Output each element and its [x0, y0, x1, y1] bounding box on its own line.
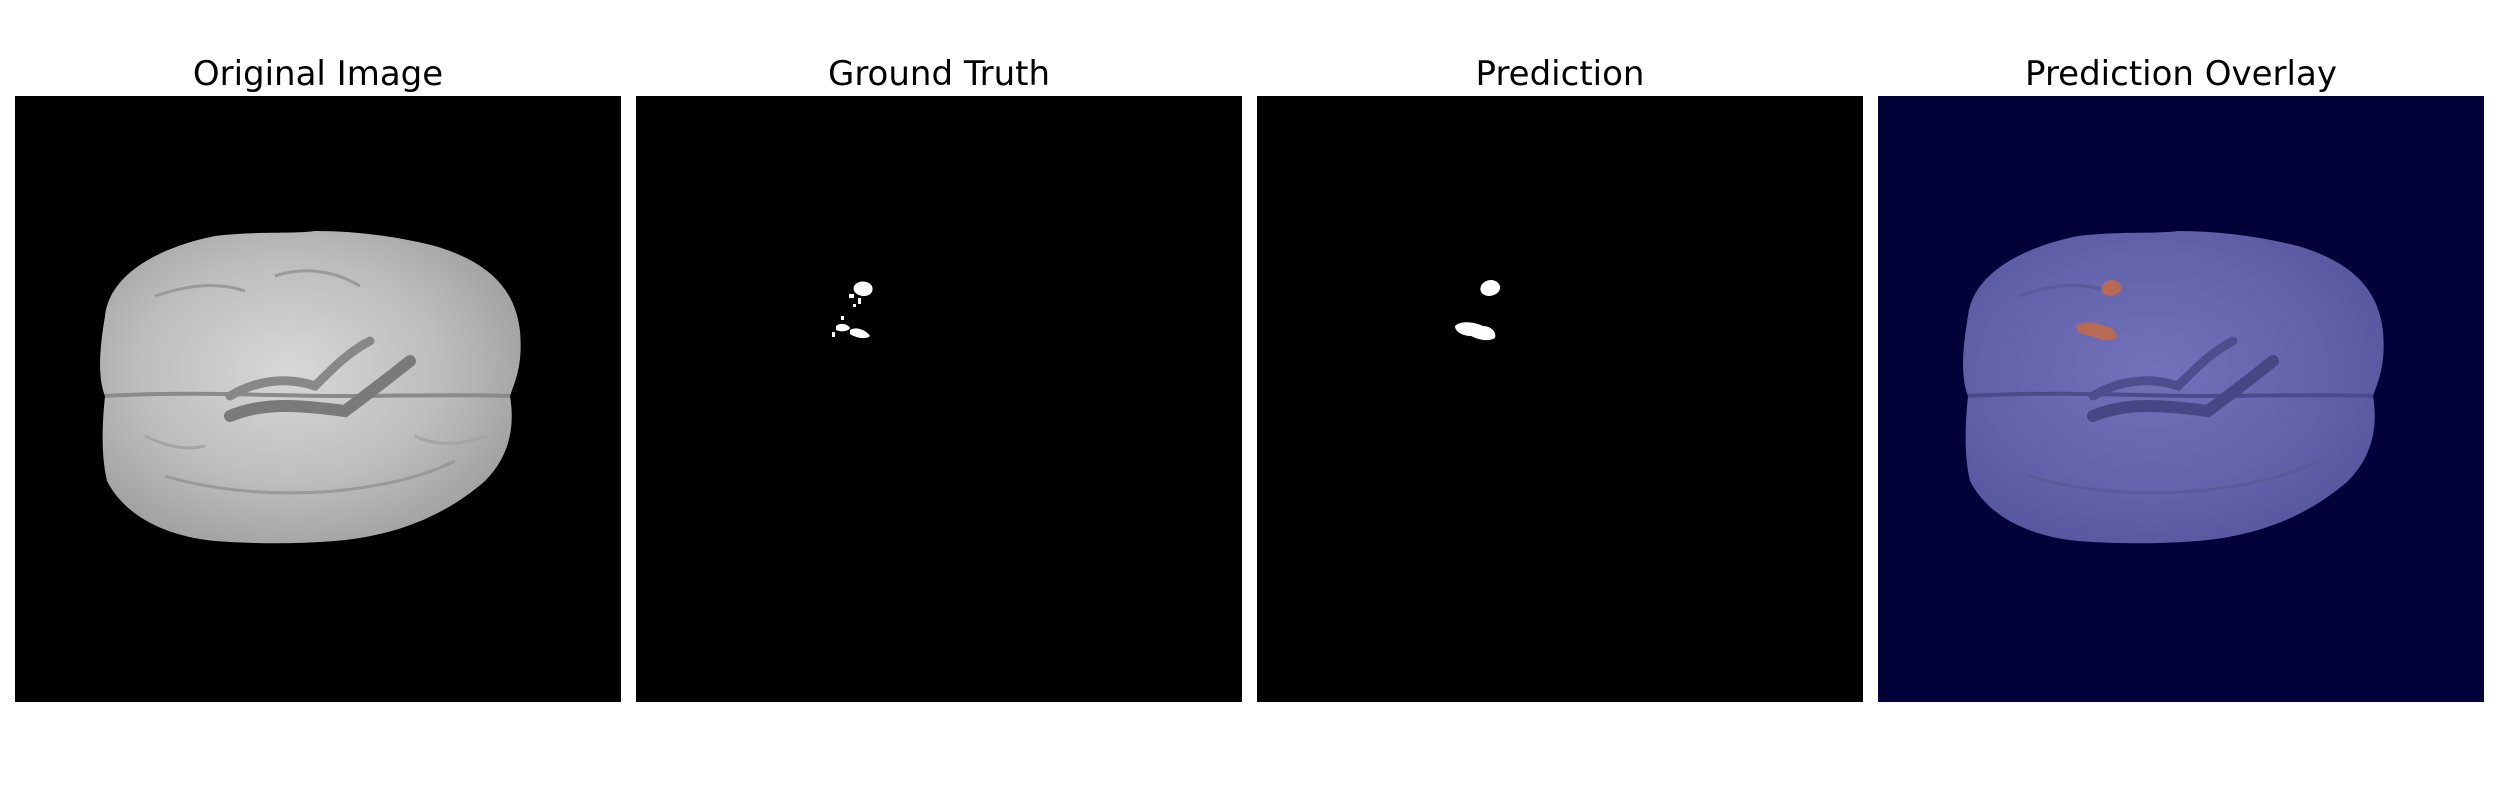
- panel-title-prediction: Prediction: [1475, 54, 1645, 94]
- original-mri-image: [15, 96, 621, 702]
- image-background: [1257, 96, 1863, 702]
- ground-truth-mask: [636, 96, 1242, 702]
- image-background: [636, 96, 1242, 702]
- lesion-upper: [853, 281, 873, 296]
- ground-truth-lesions: [832, 281, 873, 339]
- pred-lesion-upper: [1480, 280, 1501, 296]
- panel-prediction-overlay: Prediction Overlay: [1878, 0, 2484, 800]
- panel-ground-truth: Ground Truth: [636, 0, 1242, 800]
- panel-prediction: Prediction: [1257, 0, 1863, 800]
- overlay-lesion-lower: [2076, 322, 2117, 341]
- prediction-overlay-image: [1878, 96, 2484, 702]
- panel-original-image: Original Image: [15, 0, 621, 800]
- panel-title-ground-truth: Ground Truth: [827, 54, 1051, 94]
- lesion-lower-b: [850, 328, 870, 339]
- panel-title-original-image: Original Image: [192, 54, 444, 94]
- prediction-lesions: [1455, 280, 1501, 341]
- prediction-mask: [1257, 96, 1863, 702]
- overlay-lesion-upper: [2101, 280, 2122, 296]
- ventricle-right: [225, 336, 375, 401]
- pred-lesion-lower: [1455, 322, 1496, 341]
- lesion-lower-a: [836, 323, 850, 332]
- midline-fissure: [104, 391, 511, 399]
- ventricle-left: [224, 355, 416, 422]
- overlay-lesions: [2076, 280, 2122, 341]
- panel-title-prediction-overlay: Prediction Overlay: [2025, 54, 2337, 94]
